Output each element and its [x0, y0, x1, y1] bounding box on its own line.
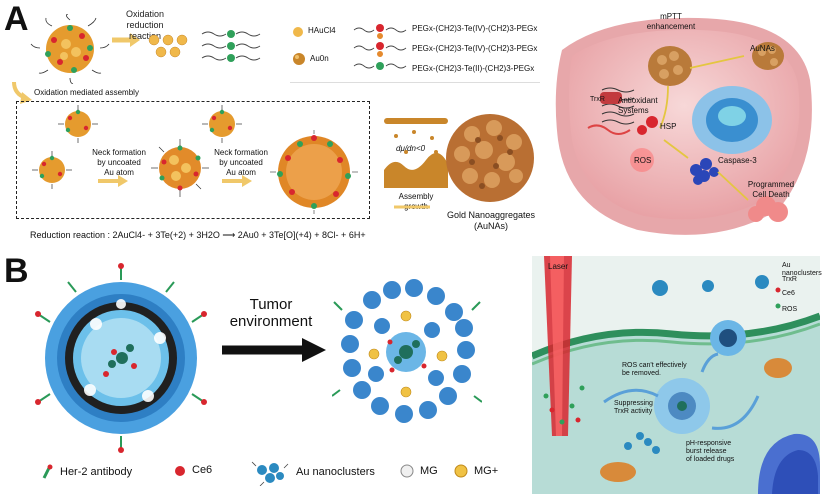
gold-nanoaggregate-label: Gold Nanoaggregates (AuNAs) [446, 210, 536, 231]
particle-small-3 [202, 105, 242, 143]
legend-mgplus: MG+ [454, 464, 498, 478]
legend-trxr-b: TrxR [782, 276, 797, 283]
programmed-death-label: Programmed Cell Death [747, 180, 795, 199]
cell-illustration-b [532, 256, 820, 494]
peg-formula-2: PEGx-(CH2)3-Te(IV)-(CH2)3-PEGx [412, 44, 538, 53]
peg-icons [353, 24, 407, 70]
legend-au-nc: Au nanoclusters [250, 458, 375, 486]
au-nc-label: Au nanoclusters [296, 465, 375, 478]
arrow-neck-1 [98, 175, 128, 187]
liposome-nanoparticle [35, 263, 207, 453]
ce6-label: Ce6 [192, 464, 213, 476]
ph-release-label: pH-responsive burst release of loaded dr… [686, 440, 735, 463]
legend-mg: MG [400, 464, 438, 478]
neck-formation-1: Neck formation by uncoated Au atom [92, 148, 146, 177]
growth-illustration [384, 118, 448, 188]
tumor-environment-label: Tumor environment [229, 296, 313, 330]
disassembled-particle [332, 279, 482, 423]
arrow-oxidation [112, 33, 140, 47]
oxidation-mediated-label: Oxidation mediated assembly [34, 88, 139, 97]
au-nanocluster-icon [251, 461, 289, 486]
mptt-label: mPTT enhancement [646, 12, 696, 31]
particle-small-2 [32, 151, 72, 189]
antibody-icon [42, 464, 53, 479]
mg-icon [400, 464, 414, 478]
aunas-label: AuNAs [750, 44, 775, 53]
mg-label: MG [420, 464, 438, 477]
legend-ce6: Ce6 [174, 464, 212, 477]
reduction-equation: Reduction reaction : 2AuCl4- + 3Te(+2) +… [30, 230, 366, 240]
tumor-arrow [222, 338, 326, 362]
au0-icon [293, 53, 305, 65]
caspase-label: Caspase-3 [718, 156, 757, 165]
arrow-growth [394, 205, 430, 209]
antioxidant-label: Antioxidant Systems [618, 96, 658, 115]
her2-label: Her-2 antibody [60, 465, 133, 478]
panel-a-letter: A [4, 0, 29, 38]
neck-formation-2: Neck formation by uncoated Au atom [214, 148, 268, 177]
particle-medium [151, 139, 209, 197]
legend-ce6-b: Ce6 [782, 290, 795, 297]
peg-formula-1: PEGx-(CH2)3-Te(IV)-(CH2)3-PEGx [412, 24, 538, 33]
haucl4-label: HAuCl4 [308, 26, 336, 35]
haucl4-icon [293, 27, 303, 37]
peg-formula-3: PEGx-(CH2)3-Te(II)-(CH2)3-PEGx [412, 64, 535, 73]
panel-b-letter: B [4, 252, 29, 290]
legend-ros-b: ROS [782, 306, 798, 313]
nanoparticle-core-shell [30, 14, 110, 84]
laser-label: Laser [548, 262, 569, 271]
ros-label-a: ROS [634, 156, 652, 165]
particle-large [270, 130, 358, 214]
oxidation-reduction-label: Oxidation reduction reaction [125, 9, 165, 41]
au0-label: Au0n [310, 54, 329, 63]
trxr-label-a: TrxR [590, 96, 605, 103]
peg-chains-middle [201, 30, 261, 62]
ce6-icon [175, 465, 185, 476]
dmu-label: dμ/dn<0 [396, 144, 426, 153]
hsp-label: HSP [660, 122, 677, 131]
haucl4-spheres [148, 34, 188, 58]
gold-nanoaggregate [446, 114, 534, 202]
particle-small-1 [58, 105, 98, 143]
reagent-legend: HAuCl4 Au0n PEGx-(CH2)3-Te(IV)-(CH2)3-PE… [290, 20, 540, 83]
suppress-label: Suppressing TrxR activity [614, 400, 653, 415]
cell-illustration-a [555, 17, 812, 235]
mgplus-label: MG+ [474, 464, 499, 477]
mgplus-icon [454, 464, 468, 478]
arrow-neck-2 [222, 175, 252, 187]
ros-note: ROS can't effectively be removed. [622, 362, 687, 377]
assembly-process-box [16, 101, 370, 219]
legend-au-nc-b: Au nanoclusters [782, 262, 822, 277]
legend-her2: Her-2 antibody [40, 464, 132, 480]
